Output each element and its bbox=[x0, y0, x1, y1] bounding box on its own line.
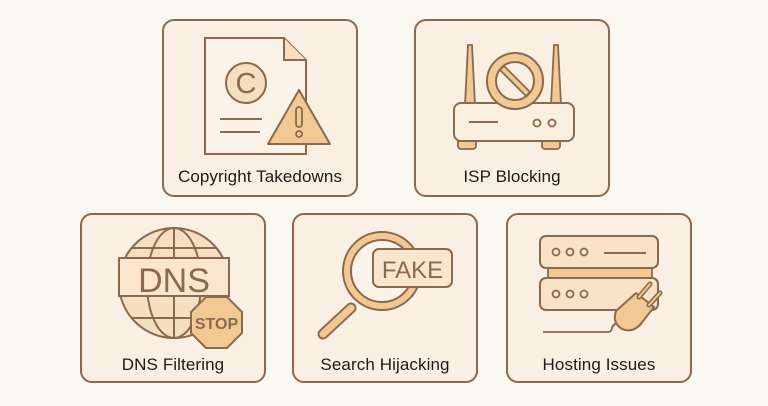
card-label: Search Hijacking bbox=[320, 355, 450, 374]
server-unplugged-icon bbox=[539, 235, 663, 333]
dns-text: DNS bbox=[138, 262, 210, 300]
stop-sign-text: STOP bbox=[195, 316, 239, 333]
globe-dns-stop-icon: DNS STOP bbox=[118, 227, 243, 349]
document-copyright-warning-icon: C bbox=[204, 37, 331, 155]
card-label: ISP Blocking bbox=[463, 167, 561, 186]
card-label: Hosting Issues bbox=[542, 355, 656, 374]
card-search-hijacking: FAKE Search Hijacking bbox=[292, 213, 478, 383]
card-label: DNS Filtering bbox=[121, 355, 225, 374]
card-hosting-issues: Hosting Issues bbox=[506, 213, 692, 383]
card-isp-blocking: ISP Blocking bbox=[414, 19, 610, 197]
card-dns-filtering: DNS STOP DNS Filtering bbox=[80, 213, 266, 383]
router-blocked-icon bbox=[453, 44, 575, 150]
card-copyright-takedowns: C Copyright Takedowns bbox=[162, 19, 358, 197]
magnifier-fake-icon: FAKE bbox=[317, 231, 453, 340]
fake-label-text: FAKE bbox=[382, 257, 443, 284]
card-label: Copyright Takedowns bbox=[177, 167, 343, 186]
copyright-glyph: C bbox=[236, 68, 257, 100]
